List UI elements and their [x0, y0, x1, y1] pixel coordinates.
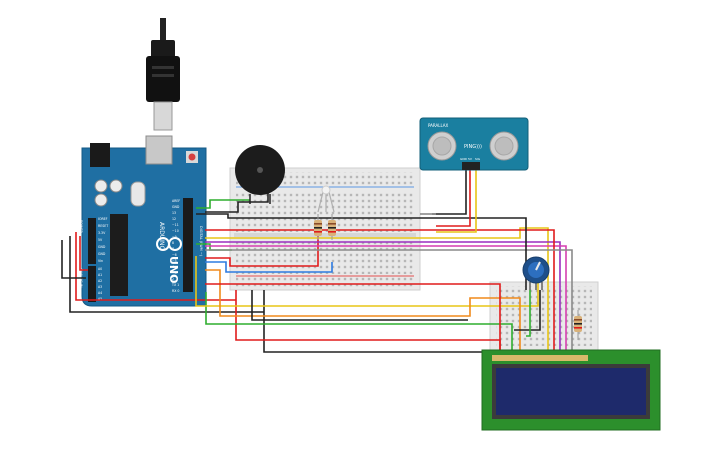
power-label: POWER: [79, 220, 83, 234]
crystal: [130, 181, 146, 207]
pin-label: A5: [98, 297, 102, 301]
pin-label: 2: [172, 277, 174, 281]
pin-label: TX 1: [171, 283, 179, 287]
pin-label: 5V: [98, 238, 103, 242]
wire-black: [196, 213, 527, 290]
lcd-display[interactable]: [481, 349, 661, 431]
sensor-pin-label: 5V: [468, 157, 473, 161]
resistor[interactable]: [574, 310, 582, 340]
ultrasonic-sensor[interactable]: PARALLAX PING))) GND 5V SIG: [419, 117, 529, 171]
wire-blue: [205, 261, 333, 273]
arduino-model-text: UNO: [167, 256, 180, 284]
pin-label: 7: [172, 247, 174, 251]
wire-green: [205, 292, 513, 350]
wire-black: [61, 240, 86, 279]
pin-label: ~5: [172, 259, 177, 263]
pin-label: Vin: [98, 259, 103, 263]
wire-yellow: [436, 170, 477, 233]
pin-label: GND: [172, 205, 180, 209]
sensor-pin-label: SIG: [475, 157, 481, 161]
power-header: [88, 218, 96, 264]
wire-red: [79, 236, 88, 271]
pin-label: A0: [98, 267, 102, 271]
wire-red: [75, 232, 236, 301]
wire-purple: [205, 241, 561, 350]
pin-label: 8: [172, 241, 174, 245]
arduino-logo: [156, 237, 182, 251]
wire-black: [205, 186, 269, 213]
pin-label: 4: [172, 265, 174, 269]
pin-label: GND: [98, 252, 106, 256]
digital-label: DIGITAL (PWM ~): [199, 226, 203, 257]
pin-label: ~10: [172, 229, 179, 233]
wire-red: [205, 283, 501, 350]
wire-yellow: [195, 256, 539, 307]
led[interactable]: [317, 185, 335, 213]
wire-black: [514, 290, 541, 331]
pin-label: RESET: [98, 224, 108, 228]
power-jack: [90, 143, 110, 167]
pin-label: ~9: [172, 235, 177, 239]
sensor-model-text: PING))): [464, 144, 482, 150]
wire-red: [205, 232, 319, 267]
wires: [61, 170, 573, 353]
atmega-chip: [110, 214, 128, 296]
wire-black: [251, 290, 468, 321]
lcd-screen: [496, 368, 646, 415]
pin-label: A2: [98, 279, 102, 283]
analog-header: [88, 266, 96, 302]
pin-label: AREF: [172, 199, 180, 203]
pin-label: ~3: [172, 271, 177, 275]
wire-black: [69, 236, 264, 313]
capacitor: [94, 193, 108, 207]
wire-orange: [205, 269, 521, 350]
pin-label: A4: [98, 291, 102, 295]
pin-label: IOREF: [98, 217, 108, 221]
wire-black: [432, 170, 467, 215]
wire-gray: [205, 249, 573, 350]
sensor-brand-text: PARALLAX: [428, 123, 449, 128]
breadboard-small[interactable]: [489, 281, 599, 351]
lcd-header-pins: [492, 355, 588, 361]
digital-header: [183, 198, 193, 292]
wire-green: [526, 290, 531, 337]
potentiometer[interactable]: [522, 256, 550, 290]
wire-magenta: [205, 245, 567, 350]
pin-label: ~11: [172, 223, 179, 227]
resistor[interactable]: [314, 214, 322, 240]
wire-green: [196, 199, 250, 209]
arduino-uno-board[interactable]: ARDUINO UNO DIGITAL (PWM ~) POWER ANALOG…: [79, 135, 207, 307]
capacitor: [109, 179, 123, 193]
pin-label: A3: [98, 285, 102, 289]
pin-label: 3.3V: [98, 231, 106, 235]
pin-label: 13: [172, 211, 176, 215]
sensor-pin-label: GND: [460, 157, 468, 161]
wire-black: [263, 290, 490, 353]
arduino-brand-text: ARDUINO: [158, 222, 165, 251]
pin-label: 12: [172, 217, 176, 221]
resistor[interactable]: [328, 214, 336, 240]
usb-cable: [146, 18, 180, 131]
pin-label: GND: [98, 245, 106, 249]
wire-red: [436, 170, 471, 227]
pin-label: A1: [98, 273, 102, 277]
pin-label: RX 0: [172, 289, 179, 293]
piezo-buzzer[interactable]: [235, 145, 285, 204]
pin-label: ~6: [172, 253, 177, 257]
capacitor: [94, 179, 108, 193]
usb-port: [145, 135, 173, 165]
